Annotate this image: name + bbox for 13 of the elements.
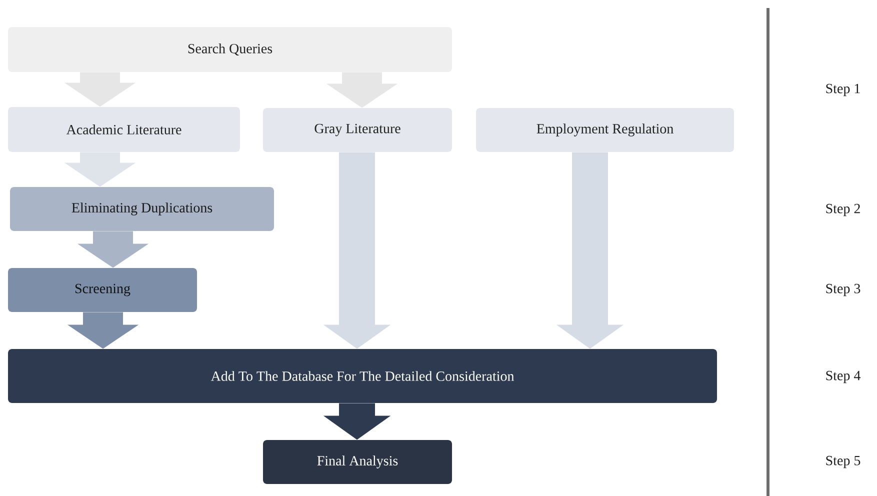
step-label: Step 4 (826, 370, 860, 384)
process-box: Employment Regulation (476, 108, 734, 152)
process-box: Eliminating Duplications (10, 187, 274, 231)
process-box: Gray Literature (263, 108, 452, 152)
process-box: Final Analysis (263, 440, 452, 484)
step-label: Step 1 (826, 84, 860, 96)
step-label: Step 2 (826, 204, 860, 216)
process-box: Academic Literature (8, 107, 240, 152)
process-box: Screening (8, 268, 197, 312)
step-label: Step 5 (826, 456, 860, 468)
step-label: Step 3 (826, 284, 860, 296)
process-box: Search Queries (8, 27, 452, 72)
process-box: Add To The Database For The Detailed Consideration (8, 349, 717, 403)
